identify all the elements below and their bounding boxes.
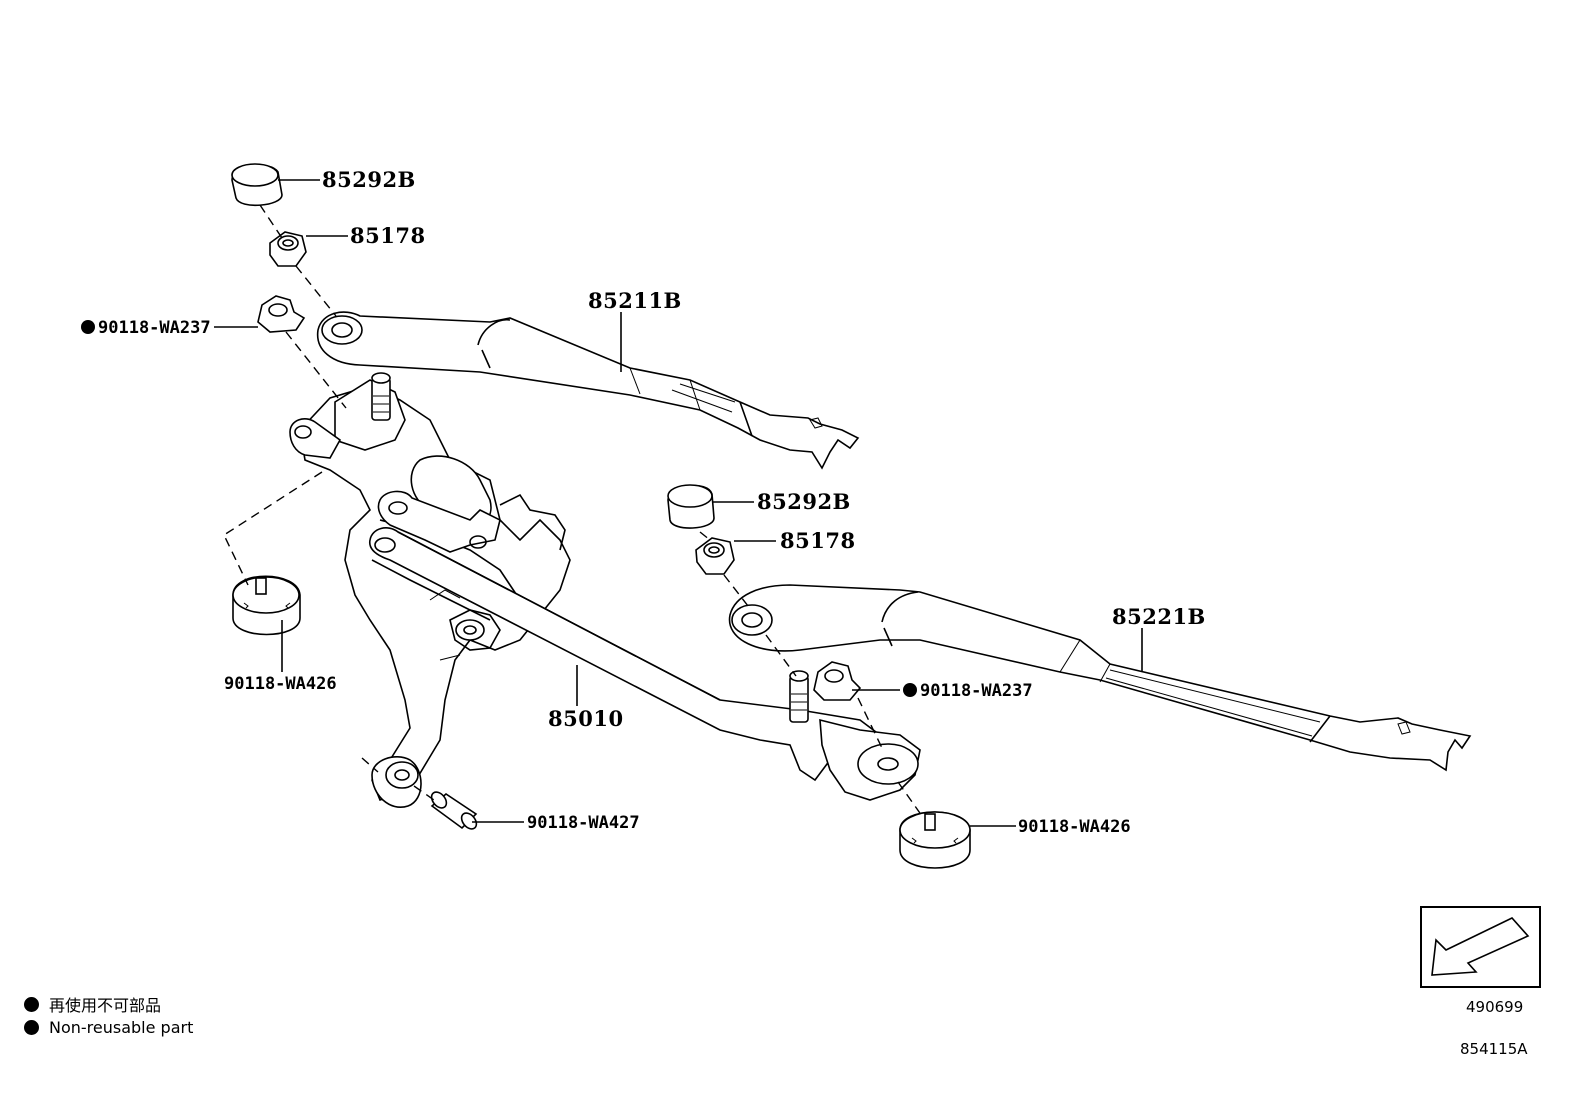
- grommet-left-90118-wa426: [232, 575, 301, 636]
- legend-line-2: Non-reusable part: [49, 1018, 194, 1037]
- cap-right-85292b: [667, 484, 715, 529]
- label-arm-right: 85221B: [1112, 604, 1206, 629]
- non-reusable-dot-icon: [24, 1020, 39, 1035]
- grommet-right-90118-wa426: [899, 811, 971, 869]
- non-reusable-dot-icon: [81, 320, 95, 334]
- view-direction-box: [1420, 906, 1541, 988]
- label-flange-nut-right: 90118-WA237: [920, 681, 1033, 701]
- view-direction-arrow-icon: [1431, 917, 1530, 976]
- legend-non-reusable-en: Non-reusable part: [24, 1018, 193, 1037]
- label-nut-right: 85178: [780, 528, 856, 553]
- flange-nut-left-90118-wa237: [257, 295, 306, 333]
- label-nut-left: 85178: [350, 223, 426, 248]
- wiper-arm-right: [728, 584, 1472, 772]
- wiper-link-assembly: [289, 372, 921, 809]
- label-grommet-left: 90118-WA426: [224, 674, 337, 694]
- leader-lines: [214, 179, 1143, 827]
- collar-90118-wa427: [430, 791, 478, 830]
- legend-line-1: 再使用不可部品: [49, 996, 162, 1015]
- nut-left-85178: [269, 231, 307, 267]
- cap-left-85292b: [231, 163, 283, 207]
- assembly-lines: [223, 204, 923, 817]
- label-collar: 90118-WA427: [527, 813, 640, 833]
- label-cap-right: 85292B: [757, 489, 851, 514]
- view-code: 490699: [1466, 998, 1524, 1016]
- label-cap-left: 85292B: [322, 167, 416, 192]
- legend-non-reusable-jp: 再使用不可部品: [24, 992, 161, 1016]
- nut-right-85178: [695, 537, 735, 575]
- figure-code: 854115A: [1460, 1040, 1528, 1058]
- label-grommet-right: 90118-WA426: [1018, 817, 1131, 837]
- non-reusable-dot-icon: [24, 996, 39, 1012]
- flange-nut-right-90118-wa237: [813, 661, 862, 701]
- label-flange-nut-left: 90118-WA237: [98, 318, 211, 338]
- wiper-arm-left: [316, 311, 860, 470]
- label-arm-left: 85211B: [588, 288, 682, 313]
- label-link-assembly: 85010: [548, 706, 624, 731]
- non-reusable-dot-icon: [903, 683, 917, 697]
